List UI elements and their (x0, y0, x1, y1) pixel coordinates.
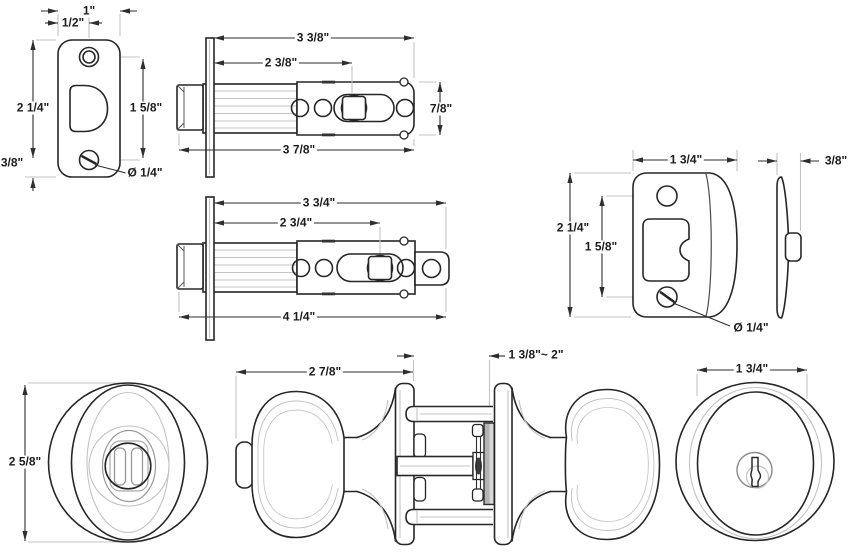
dim-latch-short-overall: 3 7/8" (280, 142, 318, 157)
strike-plate-side-profile (776, 176, 790, 319)
dim-latch-long-overall: 4 1/4" (280, 309, 318, 324)
spindle-hole (367, 255, 393, 281)
exterior-knob (564, 388, 661, 541)
latch-bolt-short-view (176, 35, 443, 178)
dim-latch-short-height: 7/8" (427, 101, 455, 116)
turn-button (113, 447, 127, 486)
knob-front-view (675, 367, 835, 542)
dim-faceplate-height: 2 1/4" (14, 100, 52, 115)
screw-slot (81, 155, 97, 165)
dim-strike-lip: 3/8" (822, 153, 850, 168)
rose-plate (493, 382, 513, 546)
interior-knob (251, 390, 345, 539)
keyhole (750, 456, 762, 488)
dim-faceplate-half: 1/2" (59, 15, 87, 30)
dim-latch-long-body: 3 3/4" (300, 195, 338, 210)
dim-rose-diameter: 2 5/8" (6, 454, 44, 469)
dim-strike-spacing: 1 5/8" (582, 239, 620, 254)
knob-assembly-side-view (235, 353, 661, 546)
dim-faceplate-offset: 3/8" (0, 155, 26, 170)
turn-button (130, 447, 144, 486)
dim-strike-width: 1 3/4" (667, 152, 705, 167)
dim-faceplate-hole-dia: Ø 1/4" (125, 165, 165, 180)
dim-knob-projection: 2 7/8" (306, 364, 344, 379)
dim-faceplate-width: 1" (80, 3, 98, 18)
latch-bolt-long-view (176, 196, 450, 341)
dim-door-range: 1 3/8"~ 2" (506, 347, 566, 362)
knob-back-view (22, 382, 209, 543)
dim-strike-height: 2 1/4" (554, 220, 592, 235)
strike-plate-view (567, 150, 819, 327)
knob-tip-cap (235, 441, 254, 489)
dim-knob-face-dia: 1 3/4" (733, 361, 771, 376)
screw-slot (659, 291, 675, 303)
dim-latch-short-backset: 2 3/8" (262, 55, 300, 70)
dim-strike-hole-dia: Ø 1/4" (731, 320, 771, 335)
dim-latch-long-backset: 2 3/4" (277, 215, 315, 230)
spindle-hole (341, 95, 367, 121)
dim-latch-short-body: 3 3/8" (294, 30, 332, 45)
dim-faceplate-spacing: 1 5/8" (127, 100, 165, 115)
latch-faceplate-view (25, 8, 146, 191)
